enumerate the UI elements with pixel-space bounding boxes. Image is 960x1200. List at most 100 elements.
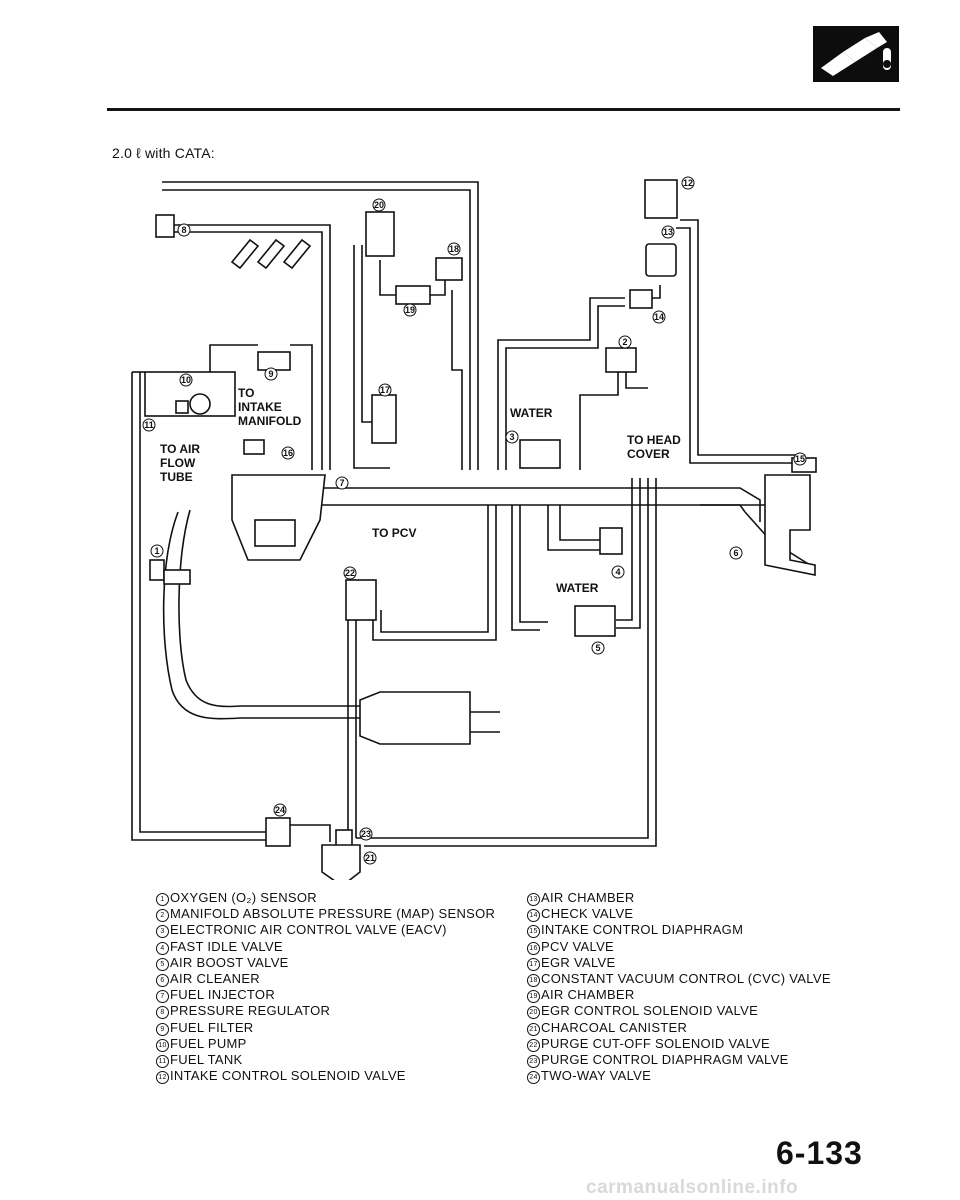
pcv-valve <box>243 439 265 455</box>
legend-text: CHARCOAL CANISTER <box>541 1019 688 1035</box>
legend-number: 6 <box>156 974 169 988</box>
legend-text: EGR CONTROL SOLENOID VALVE <box>541 1003 759 1019</box>
piston <box>254 519 296 547</box>
hose-routing-diagram: TO INTAKE MANIFOLD TO AIR FLOW TUBE WATE… <box>131 176 817 880</box>
legend-number: 24 <box>527 1071 540 1085</box>
cvc-valve <box>435 257 463 281</box>
purge-cutoff-solenoid <box>345 579 377 621</box>
legend-number: 9 <box>156 1022 169 1036</box>
diagram-subtitle: 2.0 ℓ with CATA: <box>112 145 215 161</box>
callout-4: 4 <box>615 567 620 577</box>
callout-7: 7 <box>339 478 344 488</box>
header-rule <box>107 108 900 111</box>
callout-3: 3 <box>509 432 514 442</box>
callout-18: 18 <box>449 244 459 254</box>
fuel-line-top <box>162 181 479 470</box>
legend-text: AIR CHAMBER <box>541 890 635 905</box>
legend-text: TWO-WAY VALVE <box>541 1068 652 1084</box>
exhaust-pipe <box>162 511 360 720</box>
legend-text: CONSTANT VACUUM CONTROL (CVC) VALVE <box>541 971 831 987</box>
label-to-pcv: TO PCV <box>372 526 416 540</box>
callout-15: 15 <box>795 454 805 464</box>
legend-number: 18 <box>527 974 540 988</box>
label-to-intake-manifold-line3: MANIFOLD <box>238 414 302 428</box>
charcoal-canister <box>321 844 361 880</box>
legend-text: FUEL PUMP <box>170 1035 247 1051</box>
legend-text: INTAKE CONTROL SOLENOID VALVE <box>170 1068 406 1084</box>
legend-text: AIR CLEANER <box>170 971 260 987</box>
label-water-upper: WATER <box>510 406 553 420</box>
legend-number: 5 <box>156 957 169 971</box>
catalytic-converter <box>359 691 471 745</box>
pressure-regulator <box>155 214 175 238</box>
callout-11: 11 <box>144 420 154 430</box>
fuel-nozzle-icon <box>821 32 891 76</box>
callout-5: 5 <box>595 643 600 653</box>
legend-text: AIR BOOST VALVE <box>170 954 289 970</box>
label-to-air-flow-tube-line2: FLOW <box>160 456 196 470</box>
intake-control-solenoid <box>644 179 678 219</box>
callout-13: 13 <box>663 227 673 237</box>
label-to-head-cover-line1: TO HEAD <box>627 433 681 447</box>
page-number: 6-133 <box>776 1135 863 1171</box>
legend-text: PURGE CONTROL DIAPHRAGM VALVE <box>541 1052 789 1068</box>
callout-6: 6 <box>733 548 738 558</box>
legend-number: 17 <box>527 957 540 971</box>
callout-17: 17 <box>380 385 390 395</box>
callout-10: 10 <box>181 375 191 385</box>
legend-text: PRESSURE REGULATOR <box>170 1003 331 1019</box>
air-cleaner <box>764 474 816 576</box>
fuel-filter <box>257 351 291 371</box>
legend-number: 8 <box>156 1006 169 1020</box>
legend-text: INTAKE CONTROL DIAPHRAGM <box>541 922 744 938</box>
legend-number: 16 <box>527 941 540 955</box>
legend-number: 12 <box>156 1071 169 1085</box>
legend-number: 22 <box>527 1038 540 1052</box>
legend-number: 20 <box>527 1006 540 1020</box>
callout-1: 1 <box>154 546 159 556</box>
callout-19: 19 <box>405 305 415 315</box>
callout-12: 12 <box>683 178 693 188</box>
legend-text: FUEL INJECTOR <box>170 987 276 1003</box>
legend-number: 14 <box>527 909 540 923</box>
legend-number: 11 <box>156 1055 169 1069</box>
legend-text: AIR CHAMBER <box>541 987 635 1003</box>
egr-control-solenoid <box>365 211 395 257</box>
legend-number: 1 <box>156 893 169 906</box>
legend-text: EGR VALVE <box>541 954 616 970</box>
legend-number: 15 <box>527 925 540 939</box>
watermark: carmanualsonline.info <box>586 1177 799 1198</box>
air-chamber-13 <box>645 243 677 277</box>
legend-text: FAST IDLE VALVE <box>170 938 283 954</box>
fuel-rail <box>170 224 331 470</box>
legend-text: FUEL FILTER <box>170 1019 254 1035</box>
callout-14: 14 <box>654 312 664 322</box>
engine-cylinder <box>231 474 326 561</box>
legend-text: MANIFOLD ABSOLUTE PRESSURE (MAP) SENSOR <box>170 906 496 922</box>
legend-text: ELECTRONIC AIR CONTROL VALVE (EACV) <box>170 922 447 938</box>
label-to-air-flow-tube-line1: TO AIR <box>160 442 200 456</box>
callout-24: 24 <box>275 805 285 815</box>
fuel-injectors <box>230 238 312 270</box>
oxygen-sensor <box>149 559 165 581</box>
label-water-lower: WATER <box>556 581 599 595</box>
callout-9: 9 <box>268 369 273 379</box>
callout-2: 2 <box>622 337 627 347</box>
map-sensor <box>605 347 637 373</box>
legend-number: 21 <box>527 1022 540 1036</box>
